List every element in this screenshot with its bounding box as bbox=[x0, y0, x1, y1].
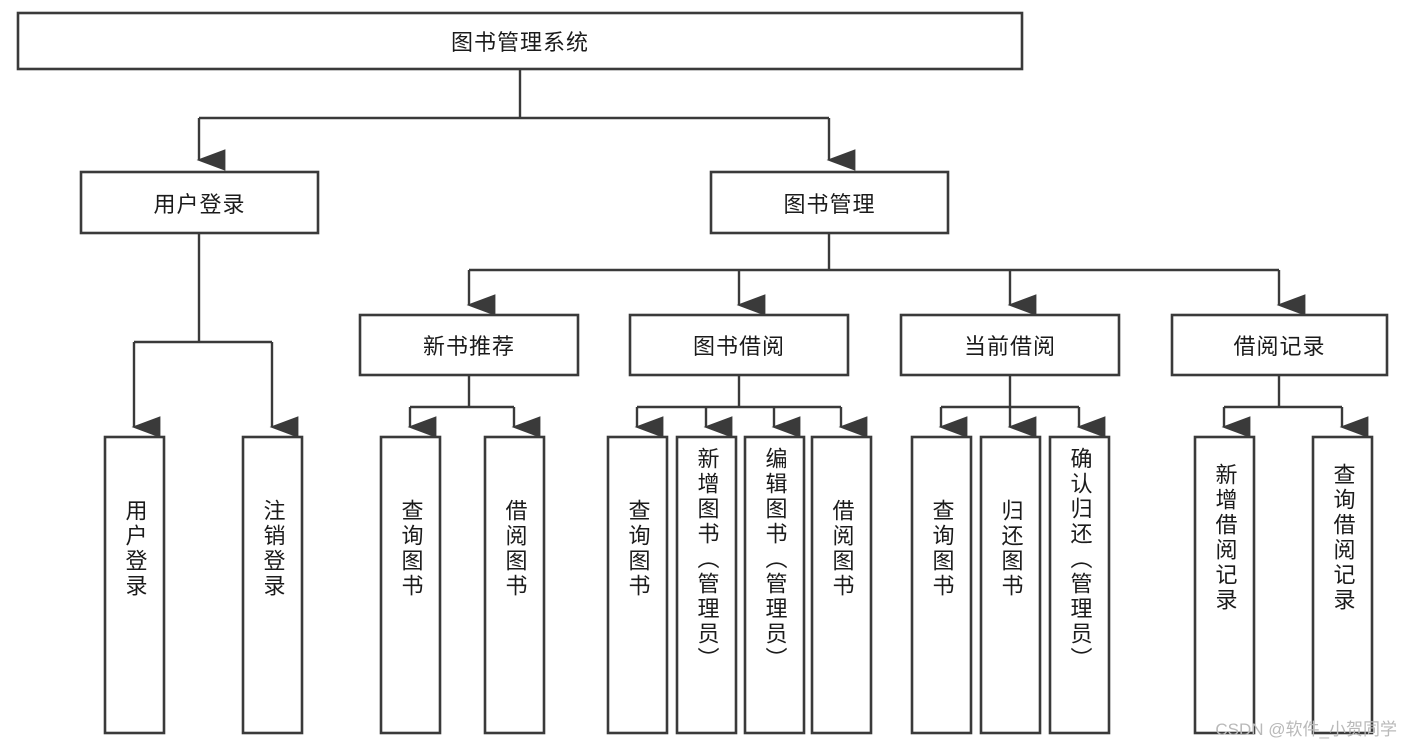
node-leaf4[interactable] bbox=[483, 435, 546, 735]
node-borrow[interactable] bbox=[628, 313, 850, 377]
node-leaf6[interactable] bbox=[675, 435, 738, 735]
node-leaf10[interactable] bbox=[979, 435, 1042, 735]
node-leaf9[interactable] bbox=[910, 435, 973, 735]
node-newbook[interactable] bbox=[358, 313, 580, 377]
node-leaf13[interactable] bbox=[1311, 435, 1374, 735]
node-leaf11[interactable] bbox=[1048, 435, 1111, 735]
node-leaf8[interactable] bbox=[810, 435, 873, 735]
node-bookmgmt[interactable] bbox=[709, 170, 950, 235]
node-leaf2[interactable] bbox=[241, 435, 304, 735]
node-leaf5[interactable] bbox=[606, 435, 669, 735]
node-current[interactable] bbox=[899, 313, 1121, 377]
node-leaf7[interactable] bbox=[743, 435, 806, 735]
watermark-label: CSDN @软件_小贺同学 bbox=[1215, 720, 1397, 739]
node-root[interactable] bbox=[16, 11, 1024, 71]
node-leaf1[interactable] bbox=[103, 435, 166, 735]
node-leaf12[interactable] bbox=[1193, 435, 1256, 735]
node-login[interactable] bbox=[79, 170, 320, 235]
node-records[interactable] bbox=[1170, 313, 1389, 377]
node-leaf3[interactable] bbox=[379, 435, 442, 735]
